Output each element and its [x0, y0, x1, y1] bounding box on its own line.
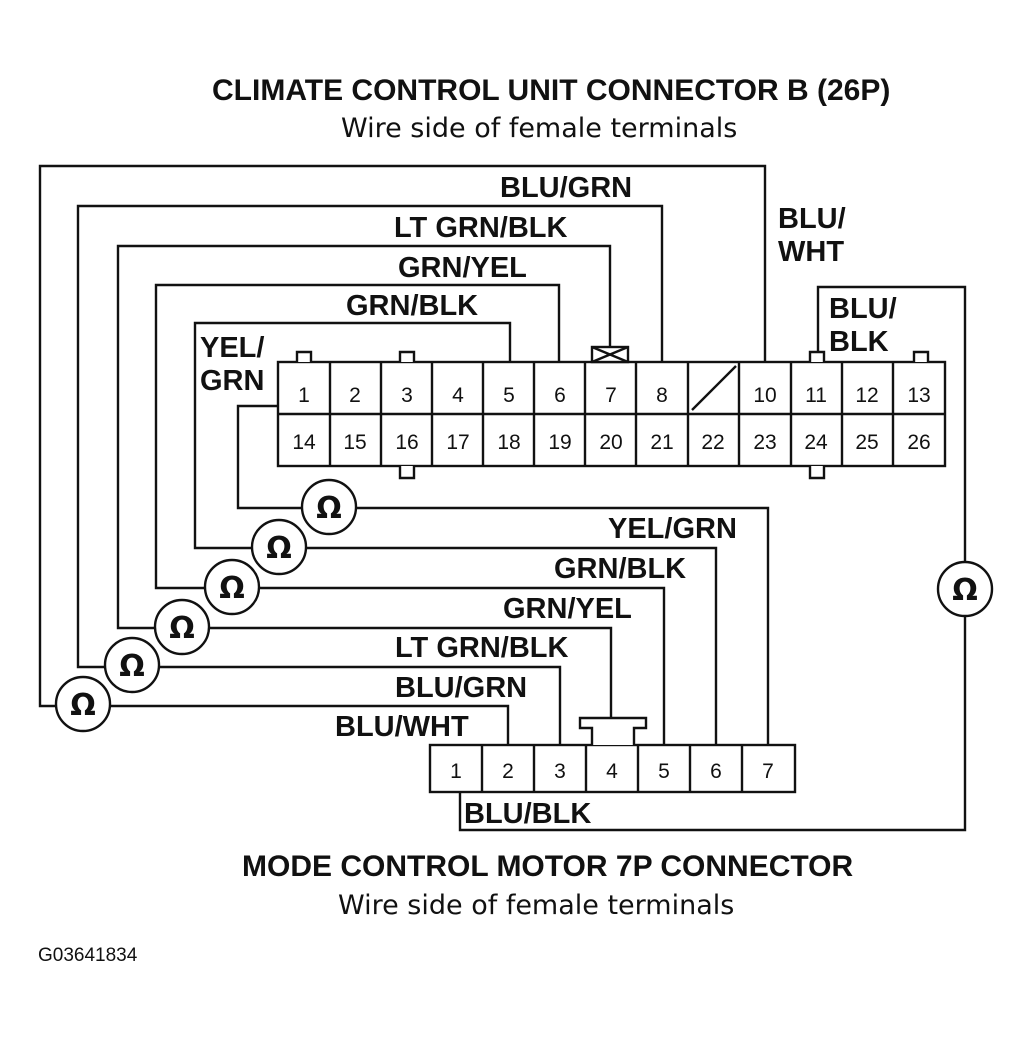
label-blu-blk-top-line1: BLU/	[829, 293, 897, 325]
connector-b-title: CLIMATE CONTROL UNIT CONNECTOR B (26P)	[212, 74, 890, 107]
motor-pin: 4	[606, 760, 618, 783]
motor-connector-title: MODE CONTROL MOTOR 7P CONNECTOR	[242, 850, 853, 883]
figure-code: G03641834	[38, 945, 138, 966]
ccu-pin: 19	[548, 431, 571, 454]
wire-lines	[38, 164, 967, 832]
wire-grn-yel	[154, 283, 666, 745]
ccu-pin: 22	[701, 431, 724, 454]
lock-tab	[398, 466, 416, 480]
lock-tab	[398, 350, 416, 362]
connector-b-subtitle: Wire side of female terminals	[341, 113, 737, 144]
motor-pin: 5	[658, 760, 670, 783]
ohm-meter-icon	[300, 478, 358, 536]
ccu-pin: 5	[503, 384, 515, 407]
ccu-pin: 26	[907, 431, 930, 454]
label-yel-grn-bottom: YEL/GRN	[608, 513, 737, 545]
label-blu-blk-bottom: BLU/BLK	[464, 798, 591, 830]
ccu-pin: 10	[753, 384, 776, 407]
ohm-meter-icon	[54, 675, 112, 733]
label-blu-wht-top-line1: BLU/	[778, 203, 846, 235]
motor-pin: 6	[710, 760, 722, 783]
wire-lt-grn-blk	[116, 244, 613, 718]
ohm-symbol: Ω	[219, 571, 245, 606]
ohm-symbol: Ω	[316, 491, 342, 526]
ohm-meter-icon	[250, 518, 308, 576]
wire-blu-wht	[38, 164, 767, 745]
wire-blu-blk	[458, 285, 967, 832]
ohm-meter-icon	[153, 598, 211, 656]
connector-b: 1 2 3 4 5 6 7 8 10 11 12 13 14 15 16 17 …	[276, 345, 947, 480]
motor-pin: 3	[554, 760, 566, 783]
wire-blu-grn	[76, 204, 664, 745]
upper-wire-labels: BLU/GRN LT GRN/BLK GRN/YEL GRN/BLK YEL/ …	[200, 172, 897, 397]
label-lt-grn-blk-bottom: LT GRN/BLK	[395, 632, 568, 664]
ccu-pin: 14	[292, 431, 316, 454]
ohm-meter-icon	[936, 560, 994, 618]
lock-tab	[295, 350, 313, 362]
ccu-pin: 24	[804, 431, 828, 454]
unused-cavity-slash	[691, 365, 737, 411]
label-grn-blk-top: GRN/BLK	[346, 290, 478, 322]
label-yel-grn-top-line2: GRN	[200, 365, 264, 397]
motor-pin: 2	[502, 760, 514, 783]
label-lt-grn-blk-top: LT GRN/BLK	[394, 212, 567, 244]
motor-pin: 7	[762, 760, 774, 783]
ohm-symbol: Ω	[70, 688, 96, 723]
label-blu-grn-bottom: BLU/GRN	[395, 672, 527, 704]
label-blu-wht-bottom: BLU/WHT	[335, 711, 469, 743]
ccu-pin: 21	[650, 431, 673, 454]
lower-wire-labels: YEL/GRN GRN/BLK GRN/YEL LT GRN/BLK BLU/G…	[335, 513, 737, 830]
ccu-pin: 8	[656, 384, 668, 407]
ccu-pin: 18	[497, 431, 520, 454]
ohm-symbol: Ω	[266, 531, 292, 566]
label-blu-grn-top: BLU/GRN	[500, 172, 632, 204]
ccu-pin: 12	[855, 384, 878, 407]
lock-tab	[808, 466, 826, 480]
ohm-meter-icon	[103, 636, 161, 694]
motor-connector: 1 2 3 4 5 6 7	[428, 716, 797, 794]
label-yel-grn-top-line1: YEL/	[200, 332, 264, 364]
ccu-pin: 23	[753, 431, 776, 454]
ohm-meter-icon	[203, 558, 261, 616]
motor-connector-body	[428, 743, 797, 794]
label-grn-blk-bottom: GRN/BLK	[554, 553, 686, 585]
ccu-pin: 13	[907, 384, 930, 407]
lock-tab	[808, 350, 826, 362]
ccu-pin: 16	[395, 431, 418, 454]
motor-connector-subtitle: Wire side of female terminals	[338, 890, 734, 921]
ccu-pin: 11	[805, 384, 827, 407]
ohm-symbol: Ω	[119, 649, 145, 684]
wire-yel-grn	[236, 404, 770, 745]
label-blu-wht-top-line2: WHT	[778, 236, 844, 268]
ccu-pin: 6	[554, 384, 566, 407]
ohmmeter-symbols: Ω Ω Ω Ω Ω Ω Ω	[54, 478, 994, 733]
ccu-pin: 4	[452, 384, 464, 407]
ohm-symbol: Ω	[169, 611, 195, 646]
ccu-pin: 7	[605, 384, 617, 407]
ccu-pin: 17	[446, 431, 469, 454]
ccu-pin: 2	[349, 384, 361, 407]
label-grn-yel-top: GRN/YEL	[398, 252, 527, 284]
motor-pin: 1	[450, 760, 462, 783]
ccu-pin: 20	[599, 431, 622, 454]
ccu-pin: 25	[855, 431, 878, 454]
ccu-pin: 1	[298, 384, 310, 407]
wire-grn-blk	[193, 321, 718, 745]
label-grn-yel-bottom: GRN/YEL	[503, 593, 632, 625]
ccu-pin: 15	[343, 431, 366, 454]
label-blu-blk-top-line2: BLK	[829, 326, 889, 358]
lock-tab	[912, 350, 930, 362]
ccu-pin: 3	[401, 384, 413, 407]
motor-lock-tab	[578, 716, 648, 745]
ohm-symbol: Ω	[952, 573, 978, 608]
